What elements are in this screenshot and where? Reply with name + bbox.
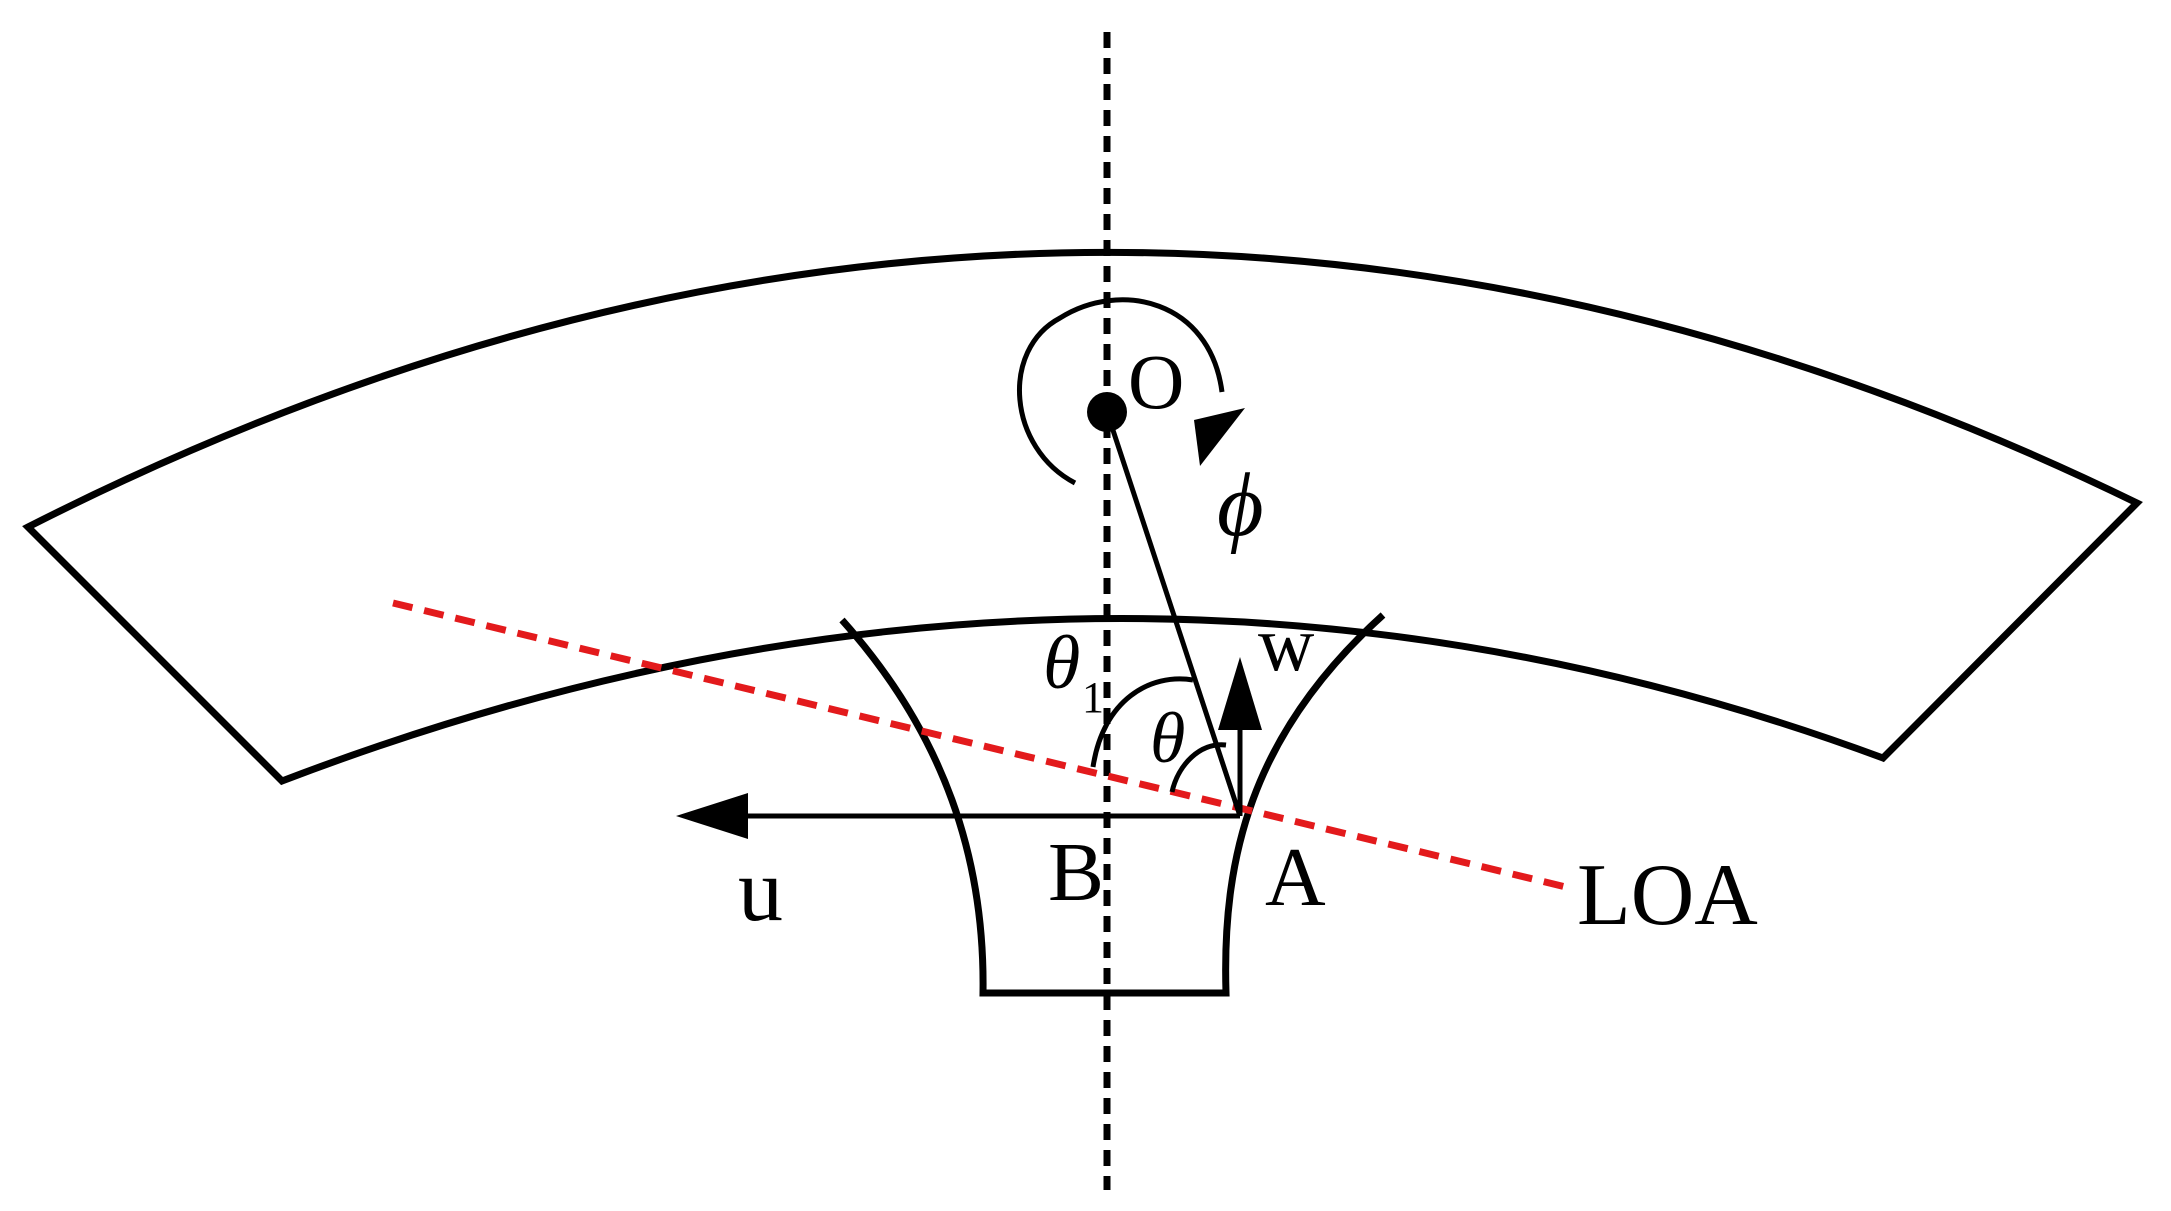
label-angle-phi: ϕ	[1217, 456, 1264, 555]
label-point-o: O	[1128, 338, 1184, 425]
velocity-u-arrow-icon	[676, 793, 748, 839]
rotation-arc-phi	[1017, 297, 1225, 486]
label-angle-theta: θ	[1150, 698, 1185, 778]
label-velocity-w: w	[1258, 600, 1314, 687]
rotation-arrow-icon	[1194, 408, 1245, 466]
angle-arc-theta	[1169, 742, 1227, 793]
line-of-action	[392, 599, 1571, 892]
gear-tooth-outline	[839, 612, 1386, 997]
velocity-w-arrow-icon	[1218, 657, 1262, 730]
gear-rim-outline	[22, 248, 2143, 786]
label-point-b: B	[1048, 826, 1104, 919]
label-angle-theta1: θ	[1043, 621, 1080, 705]
center-point-o	[1087, 392, 1127, 432]
radius-line-oa	[1104, 411, 1243, 817]
label-line-of-action: LOA	[1577, 847, 1758, 944]
label-theta1-subscript: 1	[1082, 673, 1104, 722]
angle-arc-theta1	[1090, 676, 1194, 768]
label-point-a: A	[1265, 831, 1326, 924]
label-velocity-u: u	[738, 841, 783, 940]
